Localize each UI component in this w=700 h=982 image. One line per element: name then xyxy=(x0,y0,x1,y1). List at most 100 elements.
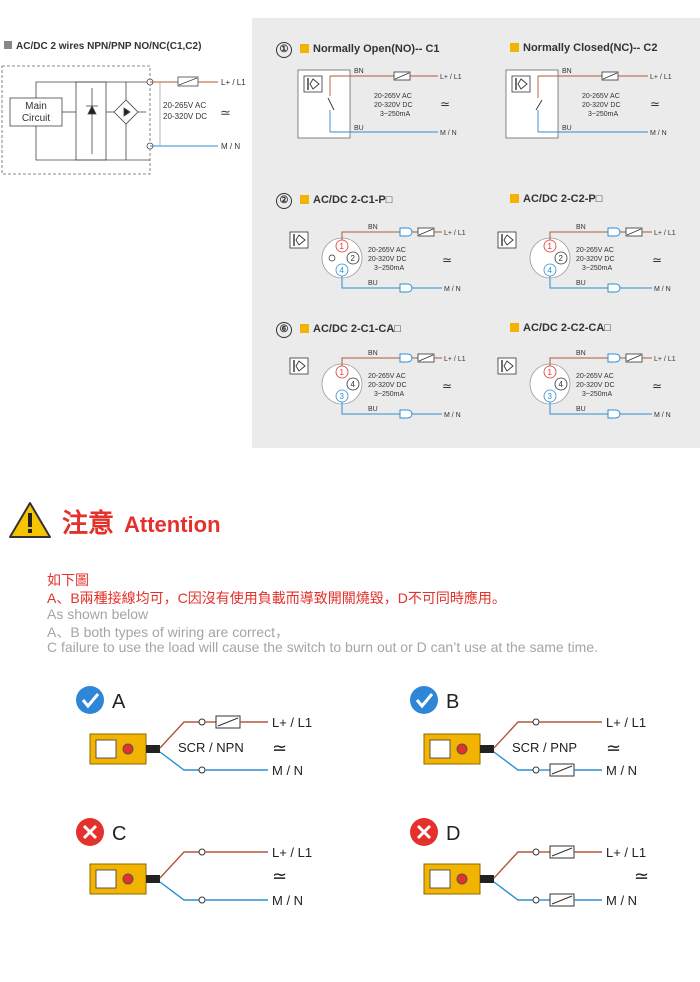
svg-text:SCR / PNP: SCR / PNP xyxy=(512,740,577,755)
svg-text:L+ / L1: L+ / L1 xyxy=(272,715,312,730)
svg-text:BU: BU xyxy=(576,280,586,287)
main-circuit-label-2: Circuit xyxy=(22,113,51,124)
diagram-no: BN BU L+ / L1 M / N 20-265V AC 20-320V D… xyxy=(297,68,462,139)
svg-text:M / N: M / N xyxy=(440,130,457,137)
note-en-3: C failure to use the load will cause the… xyxy=(47,639,598,655)
svg-text:4: 4 xyxy=(559,380,564,389)
svg-text:3~250mA: 3~250mA xyxy=(380,111,410,118)
svg-text:A: A xyxy=(112,691,126,713)
panel-diagrams: BN BU L+ / L1 M / N 20-265V AC 20-320V D… xyxy=(289,68,676,419)
svg-text:≃: ≃ xyxy=(272,866,287,886)
diagram-c1-ca: 1 4 3 BN BU L+ / L1 M / N 20-265V AC 20-… xyxy=(289,350,466,419)
main-circuit-label-1: Main xyxy=(25,101,47,112)
cross-icon xyxy=(408,816,440,848)
schematic-title: AC/DC 2 wires NPN/PNP NO/NC(C1,C2) xyxy=(4,41,201,52)
svg-text:20-320V DC: 20-320V DC xyxy=(576,382,615,389)
voltage-ac: 20-265V AC xyxy=(163,101,206,110)
cross-icon xyxy=(74,816,106,848)
svg-text:≃: ≃ xyxy=(652,379,662,393)
svg-text:≃: ≃ xyxy=(606,738,621,758)
svg-text:M / N: M / N xyxy=(272,893,303,908)
svg-text:2: 2 xyxy=(351,254,356,263)
svg-text:20-265V AC: 20-265V AC xyxy=(576,373,614,380)
svg-text:4: 4 xyxy=(548,266,553,275)
svg-text:L+ / L1: L+ / L1 xyxy=(650,74,672,81)
svg-text:4: 4 xyxy=(351,380,356,389)
panel-title-c2-p: AC/DC 2-C2-P□ xyxy=(510,193,602,205)
note-en-2: A、B both types of wiring are correct， xyxy=(47,624,289,640)
svg-text:20-320V DC: 20-320V DC xyxy=(368,256,407,263)
svg-text:BN: BN xyxy=(562,68,572,75)
svg-text:M / N: M / N xyxy=(444,286,461,293)
svg-text:≃: ≃ xyxy=(442,253,452,267)
svg-text:≃: ≃ xyxy=(650,97,660,111)
main-circuit-schematic: Main Circuit L+ / L1 M / N 20-265V AC 20… xyxy=(1,65,246,175)
svg-text:B: B xyxy=(446,691,459,713)
svg-text:1: 1 xyxy=(548,242,553,251)
diagram-c1-p: 1 2 4 BN BU L+ / L1 M / N 20-265V AC 20-… xyxy=(289,224,466,293)
svg-text:L+ / L1: L+ / L1 xyxy=(272,845,312,860)
svg-text:20-265V AC: 20-265V AC xyxy=(576,247,614,254)
svg-text:20-265V AC: 20-265V AC xyxy=(582,93,620,100)
svg-text:M / N: M / N xyxy=(606,763,637,778)
svg-text:M / N: M / N xyxy=(654,286,671,293)
svg-text:M / N: M / N xyxy=(606,893,637,908)
svg-text:20-320V DC: 20-320V DC xyxy=(582,102,621,109)
svg-text:20-265V AC: 20-265V AC xyxy=(368,373,406,380)
wiring-a: A SCR / NPN L+ / L1 M / N ≃ xyxy=(74,684,312,778)
acdc-symbol: ≃ xyxy=(220,105,231,120)
svg-text:M / N: M / N xyxy=(654,412,671,419)
wiring-c: C L+ / L1 M / N ≃ xyxy=(74,816,312,908)
svg-text:BU: BU xyxy=(562,125,572,132)
svg-text:20-320V DC: 20-320V DC xyxy=(374,102,413,109)
voltage-dc: 20-320V DC xyxy=(163,112,207,121)
svg-text:L+ / L1: L+ / L1 xyxy=(606,715,646,730)
svg-text:1: 1 xyxy=(548,368,553,377)
svg-text:BN: BN xyxy=(368,350,378,357)
svg-text:≃: ≃ xyxy=(634,866,649,886)
wiring-b: B SCR / PNP L+ / L1 M / N ≃ xyxy=(408,684,646,778)
svg-text:M / N: M / N xyxy=(444,412,461,419)
svg-text:BN: BN xyxy=(576,350,586,357)
m-terminal-label: M / N xyxy=(221,142,240,151)
check-icon xyxy=(74,684,106,716)
panel-title-nc: Normally Closed(NC)-- C2 xyxy=(510,42,657,54)
svg-text:BU: BU xyxy=(368,406,378,413)
svg-text:BU: BU xyxy=(576,406,586,413)
diagram-nc: BN BU L+ / L1 M / N 20-265V AC 20-320V D… xyxy=(505,68,672,139)
wiring-examples: A SCR / NPN L+ / L1 M / N ≃ B SCR / PNP … xyxy=(74,684,649,908)
svg-text:D: D xyxy=(446,823,460,845)
svg-text:BU: BU xyxy=(368,280,378,287)
svg-text:C: C xyxy=(112,823,126,845)
svg-text:L+ / L1: L+ / L1 xyxy=(444,356,466,363)
svg-text:L+ / L1: L+ / L1 xyxy=(654,230,676,237)
svg-text:3~250mA: 3~250mA xyxy=(588,111,618,118)
diagram-c2-p: 1 2 4 BN BU L+ / L1 M / N 20-265V AC 20-… xyxy=(497,224,676,293)
svg-text:L+ / L1: L+ / L1 xyxy=(444,230,466,237)
svg-text:3: 3 xyxy=(340,392,345,401)
note-cn-1: 如下圖 xyxy=(47,572,89,588)
svg-text:20-265V AC: 20-265V AC xyxy=(374,93,412,100)
svg-text:4: 4 xyxy=(340,266,345,275)
svg-text:BN: BN xyxy=(576,224,586,231)
svg-text:3~250mA: 3~250mA xyxy=(374,265,404,272)
check-icon xyxy=(408,684,440,716)
svg-text:L+ / L1: L+ / L1 xyxy=(440,74,462,81)
svg-text:2: 2 xyxy=(559,254,564,263)
note-cn-2: A、B兩種接線均可，C因沒有使用負載而導致開關燒毀，D不可同時應用。 xyxy=(47,590,506,606)
svg-text:3~250mA: 3~250mA xyxy=(374,391,404,398)
svg-text:L+ / L1: L+ / L1 xyxy=(606,845,646,860)
svg-text:3: 3 xyxy=(548,392,553,401)
svg-text:≃: ≃ xyxy=(440,97,450,111)
note-en-1: As shown below xyxy=(47,606,149,622)
svg-text:SCR / NPN: SCR / NPN xyxy=(178,740,244,755)
svg-text:≃: ≃ xyxy=(272,738,287,758)
svg-text:1: 1 xyxy=(340,368,345,377)
svg-text:20-265V AC: 20-265V AC xyxy=(368,247,406,254)
l-terminal-label: L+ / L1 xyxy=(221,78,246,87)
svg-text:BN: BN xyxy=(368,224,378,231)
